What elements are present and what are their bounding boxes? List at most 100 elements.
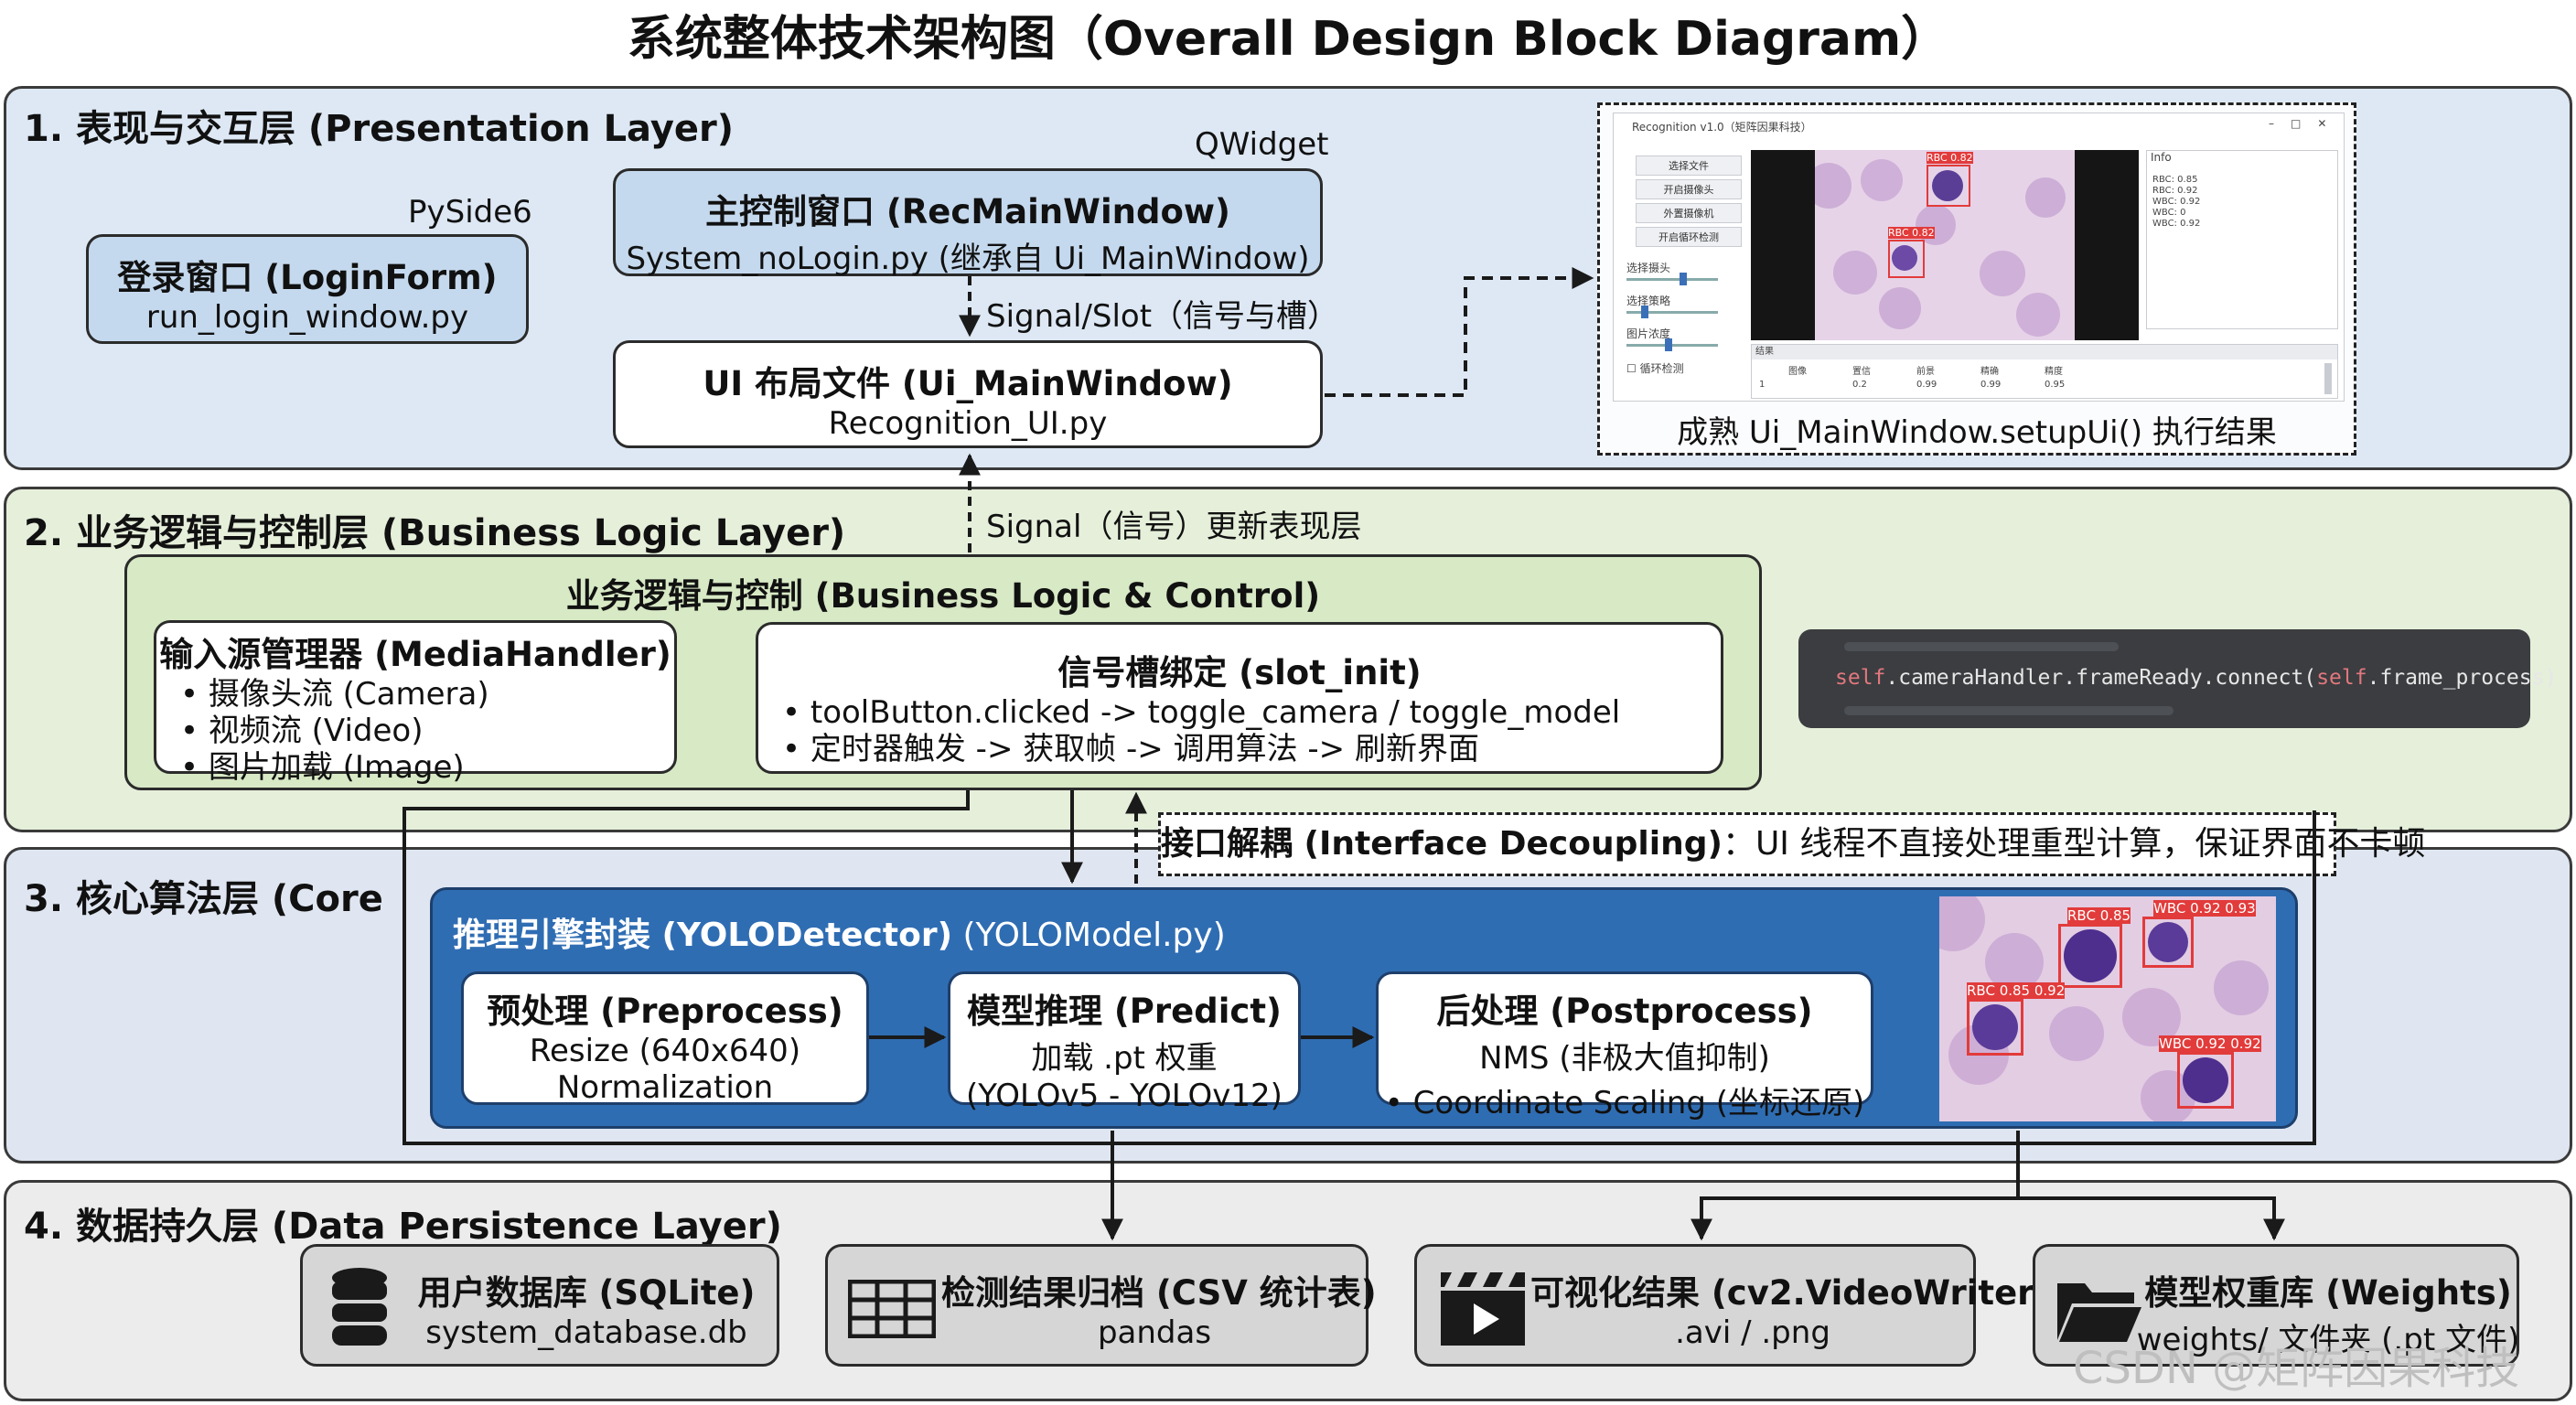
app-table-header-0: 图像 <box>1788 367 1807 377</box>
predict-yolo-versions: (YOLOv5 - YOLOv12) <box>966 1078 1283 1114</box>
app-bbox-2 <box>1888 240 1925 278</box>
det-label-2: WBC 0.92 0.93 <box>2153 900 2256 917</box>
app-bbox-2-label: RBC 0.82 <box>1888 227 1935 239</box>
det-bbox-3 <box>1967 999 2023 1056</box>
main-window-title: 主控制窗口 (RecMainWindow) <box>705 192 1230 231</box>
slot-init-title: 信号槽绑定 (slot_init) <box>1057 653 1422 692</box>
app-slider-3-handle[interactable] <box>1665 338 1672 351</box>
weights-box: 模型权重库 (Weights) weights/ 文件夹 (.pt 文件) <box>2033 1244 2519 1367</box>
app-info-line-2: WBC: 0.92 <box>2152 197 2201 207</box>
page-title: 系统整体技术架构图（Overall Design Block Diagram） <box>627 12 1949 67</box>
slot-init-box: 信号槽绑定 (slot_init) • toolButton.clicked -… <box>756 622 1723 774</box>
pyside6-label: PySide6 <box>408 194 532 231</box>
app-button-external-camera[interactable]: 外置摄像机 <box>1636 203 1742 223</box>
business-layer-title: 2. 业务逻辑与控制层 (Business Logic Layer) <box>24 512 846 554</box>
app-button-select-file[interactable]: 选择文件 <box>1636 156 1742 176</box>
app-label-loop-text: 循环检测 <box>1639 362 1684 375</box>
postprocess-nms: NMS (非极大值抑制) <box>1479 1040 1770 1077</box>
sqlite-db-title: 用户数据库 (SQLite) <box>417 1273 756 1313</box>
code-self: self <box>1835 666 1886 690</box>
preprocess-normalization: Normalization <box>556 1069 774 1106</box>
code-end: .frame_process) <box>2367 666 2558 690</box>
app-slider-2[interactable] <box>1626 311 1718 314</box>
interface-decoupling-label: 接口解耦 (Interface Decoupling)：UI 线程不直接处理重型… <box>1158 812 2425 876</box>
app-slider-1[interactable] <box>1626 278 1718 281</box>
login-form-title: 登录窗口 (LoginForm) <box>117 258 498 297</box>
slot-item-timer: • 定时器触发 -> 获取帧 -> 调用算法 -> 刷新界面 <box>782 731 1479 767</box>
app-info-line-4: WBC: 0.92 <box>2152 219 2201 229</box>
app-slider-3[interactable] <box>1626 344 1718 347</box>
app-slider-2-handle[interactable] <box>1641 306 1648 318</box>
app-table-header-1: 置信 <box>1852 367 1871 377</box>
media-handler-title: 输入源管理器 (MediaHandler) <box>159 635 671 674</box>
csv-archive-box: 检测结果归档 (CSV 统计表) pandas <box>825 1244 1377 1367</box>
media-item-image: • 图片加载 (Image) <box>180 749 465 786</box>
screenshot-caption: 成熟 Ui_MainWindow.setupUi() 执行结果 <box>1677 414 2277 451</box>
app-info-line-0: RBC: 0.85 <box>2152 175 2198 185</box>
code-line: self.cameraHandler.frameReady.connect(se… <box>1835 666 2557 690</box>
code-mid: .cameraHandler.frameReady.connect( <box>1885 666 2317 690</box>
slot-item-toolbutton: • toolButton.clicked -> toggle_camera / … <box>782 694 1621 731</box>
ui-layout-file: Recognition_UI.py <box>828 405 1108 442</box>
yolo-detector-file: (YOLOModel.py) <box>952 917 1226 954</box>
watermark: CSDN @矩阵因果科技 <box>2073 1343 2520 1394</box>
preprocess-box: 预处理 (Preprocess) Resize (640x640) Normal… <box>461 971 869 1106</box>
app-table-cell-0: 1 <box>1759 380 1766 390</box>
app-window: Recognition v1.0（矩阵因果科技） –□✕ 选择文件 开启摄像头 … <box>1613 113 2345 402</box>
main-window-box: 主控制窗口 (RecMainWindow) System_noLogin.py … <box>613 168 1323 277</box>
predict-box: 模型推理 (Predict) 加载 .pt 权重 (YOLOv5 - YOLOv… <box>948 971 1301 1114</box>
det-bbox-4 <box>2177 1052 2234 1109</box>
media-handler-box: 输入源管理器 (MediaHandler) • 摄像头流 (Camera) • … <box>154 620 677 786</box>
signal-update-label: Signal（信号）更新表现层 <box>986 509 1362 545</box>
app-label-density: 图片浓度 <box>1626 327 1671 340</box>
postprocess-box: 后处理 (Postprocess) NMS (非极大值抑制) • Coordin… <box>1376 971 1873 1121</box>
det-bbox-2 <box>2142 917 2194 968</box>
app-table-cell-3: 0.99 <box>1980 380 2002 390</box>
persistence-layer-title: 4. 数据持久层 (Data Persistence Layer) <box>24 1206 782 1248</box>
sqlite-db-box: 用户数据库 (SQLite) system_database.db <box>300 1244 779 1367</box>
ui-layout-title: UI 布局文件 (Ui_MainWindow) <box>703 364 1233 403</box>
detection-result-image: RBC 0.85 WBC 0.92 0.93 RBC 0.85 0.92 WBC… <box>1939 896 2276 1121</box>
login-form-file: run_login_window.py <box>145 299 469 336</box>
presentation-layer-title: 1. 表现与交互层 (Presentation Layer) <box>24 108 735 150</box>
csv-archive-lib: pandas <box>1097 1314 1212 1351</box>
app-table-scrollbar[interactable] <box>2324 363 2332 394</box>
preprocess-resize: Resize (640x640) <box>529 1033 801 1069</box>
app-table-cell-1: 0.2 <box>1852 380 1867 390</box>
app-button-loop-detect[interactable]: 开启循环检测 <box>1636 227 1742 247</box>
app-info-title: Info <box>2151 151 2172 164</box>
postprocess-scaling: • Coordinate Scaling (坐标还原) <box>1384 1085 1865 1121</box>
video-writer-formats: .avi / .png <box>1675 1314 1830 1351</box>
app-slider-1-handle[interactable] <box>1680 273 1687 285</box>
table-icon <box>848 1280 936 1338</box>
app-info-line-1: RBC: 0.92 <box>2152 186 2198 196</box>
main-window-file: System_noLogin.py (继承自 Ui_MainWindow) <box>626 241 1310 277</box>
clapperboard-icon <box>1441 1272 1525 1346</box>
app-info-line-3: WBC: 0 <box>2152 208 2186 218</box>
preprocess-title: 预处理 (Preprocess) <box>487 992 843 1031</box>
ui-screenshot-panel: Recognition v1.0（矩阵因果科技） –□✕ 选择文件 开启摄像头 … <box>1597 102 2356 456</box>
video-writer-title: 可视化结果 (cv2.VideoWriter) <box>1530 1273 2050 1313</box>
weights-folder: weights/ 文件夹 (.pt 文件) <box>2136 1322 2520 1358</box>
yolo-detector-title: 推理引擎封装 (YOLODetector) (YOLOModel.py) <box>453 908 1226 956</box>
det-bbox-1 <box>2058 924 2122 988</box>
predict-title: 模型推理 (Predict) <box>967 992 1282 1031</box>
postprocess-title: 后处理 (Postprocess) <box>1436 992 1813 1031</box>
code-snippet: self.cameraHandler.frameReady.connect(se… <box>1798 629 2557 728</box>
app-video-area: RBC 0.82 RBC 0.82 <box>1751 150 2139 340</box>
predict-load-weights: 加载 .pt 权重 <box>1031 1040 1218 1077</box>
core-layer-title: 3. 核心算法层 (Core <box>24 878 383 920</box>
code-comment-line-1 <box>1844 642 2119 651</box>
yolo-detector-name: 推理引擎封装 (YOLODetector) <box>453 917 953 954</box>
app-button-camera[interactable]: 开启摄像头 <box>1636 179 1742 199</box>
media-item-camera: • 摄像头流 (Camera) <box>180 676 489 713</box>
app-table-header-3: 精确 <box>1980 367 1999 377</box>
qwidget-label: QWidget <box>1195 126 1329 163</box>
app-bbox-1 <box>1927 165 1970 207</box>
det-label-1: RBC 0.85 <box>2067 907 2131 924</box>
app-table-title: 结果 <box>1752 345 2337 359</box>
code-comment-line-2 <box>1844 706 2174 715</box>
det-label-4: WBC 0.92 0.92 <box>2159 1035 2261 1052</box>
weights-title: 模型权重库 (Weights) <box>2144 1273 2512 1313</box>
video-writer-box: 可视化结果 (cv2.VideoWriter) .avi / .png <box>1414 1244 2050 1367</box>
